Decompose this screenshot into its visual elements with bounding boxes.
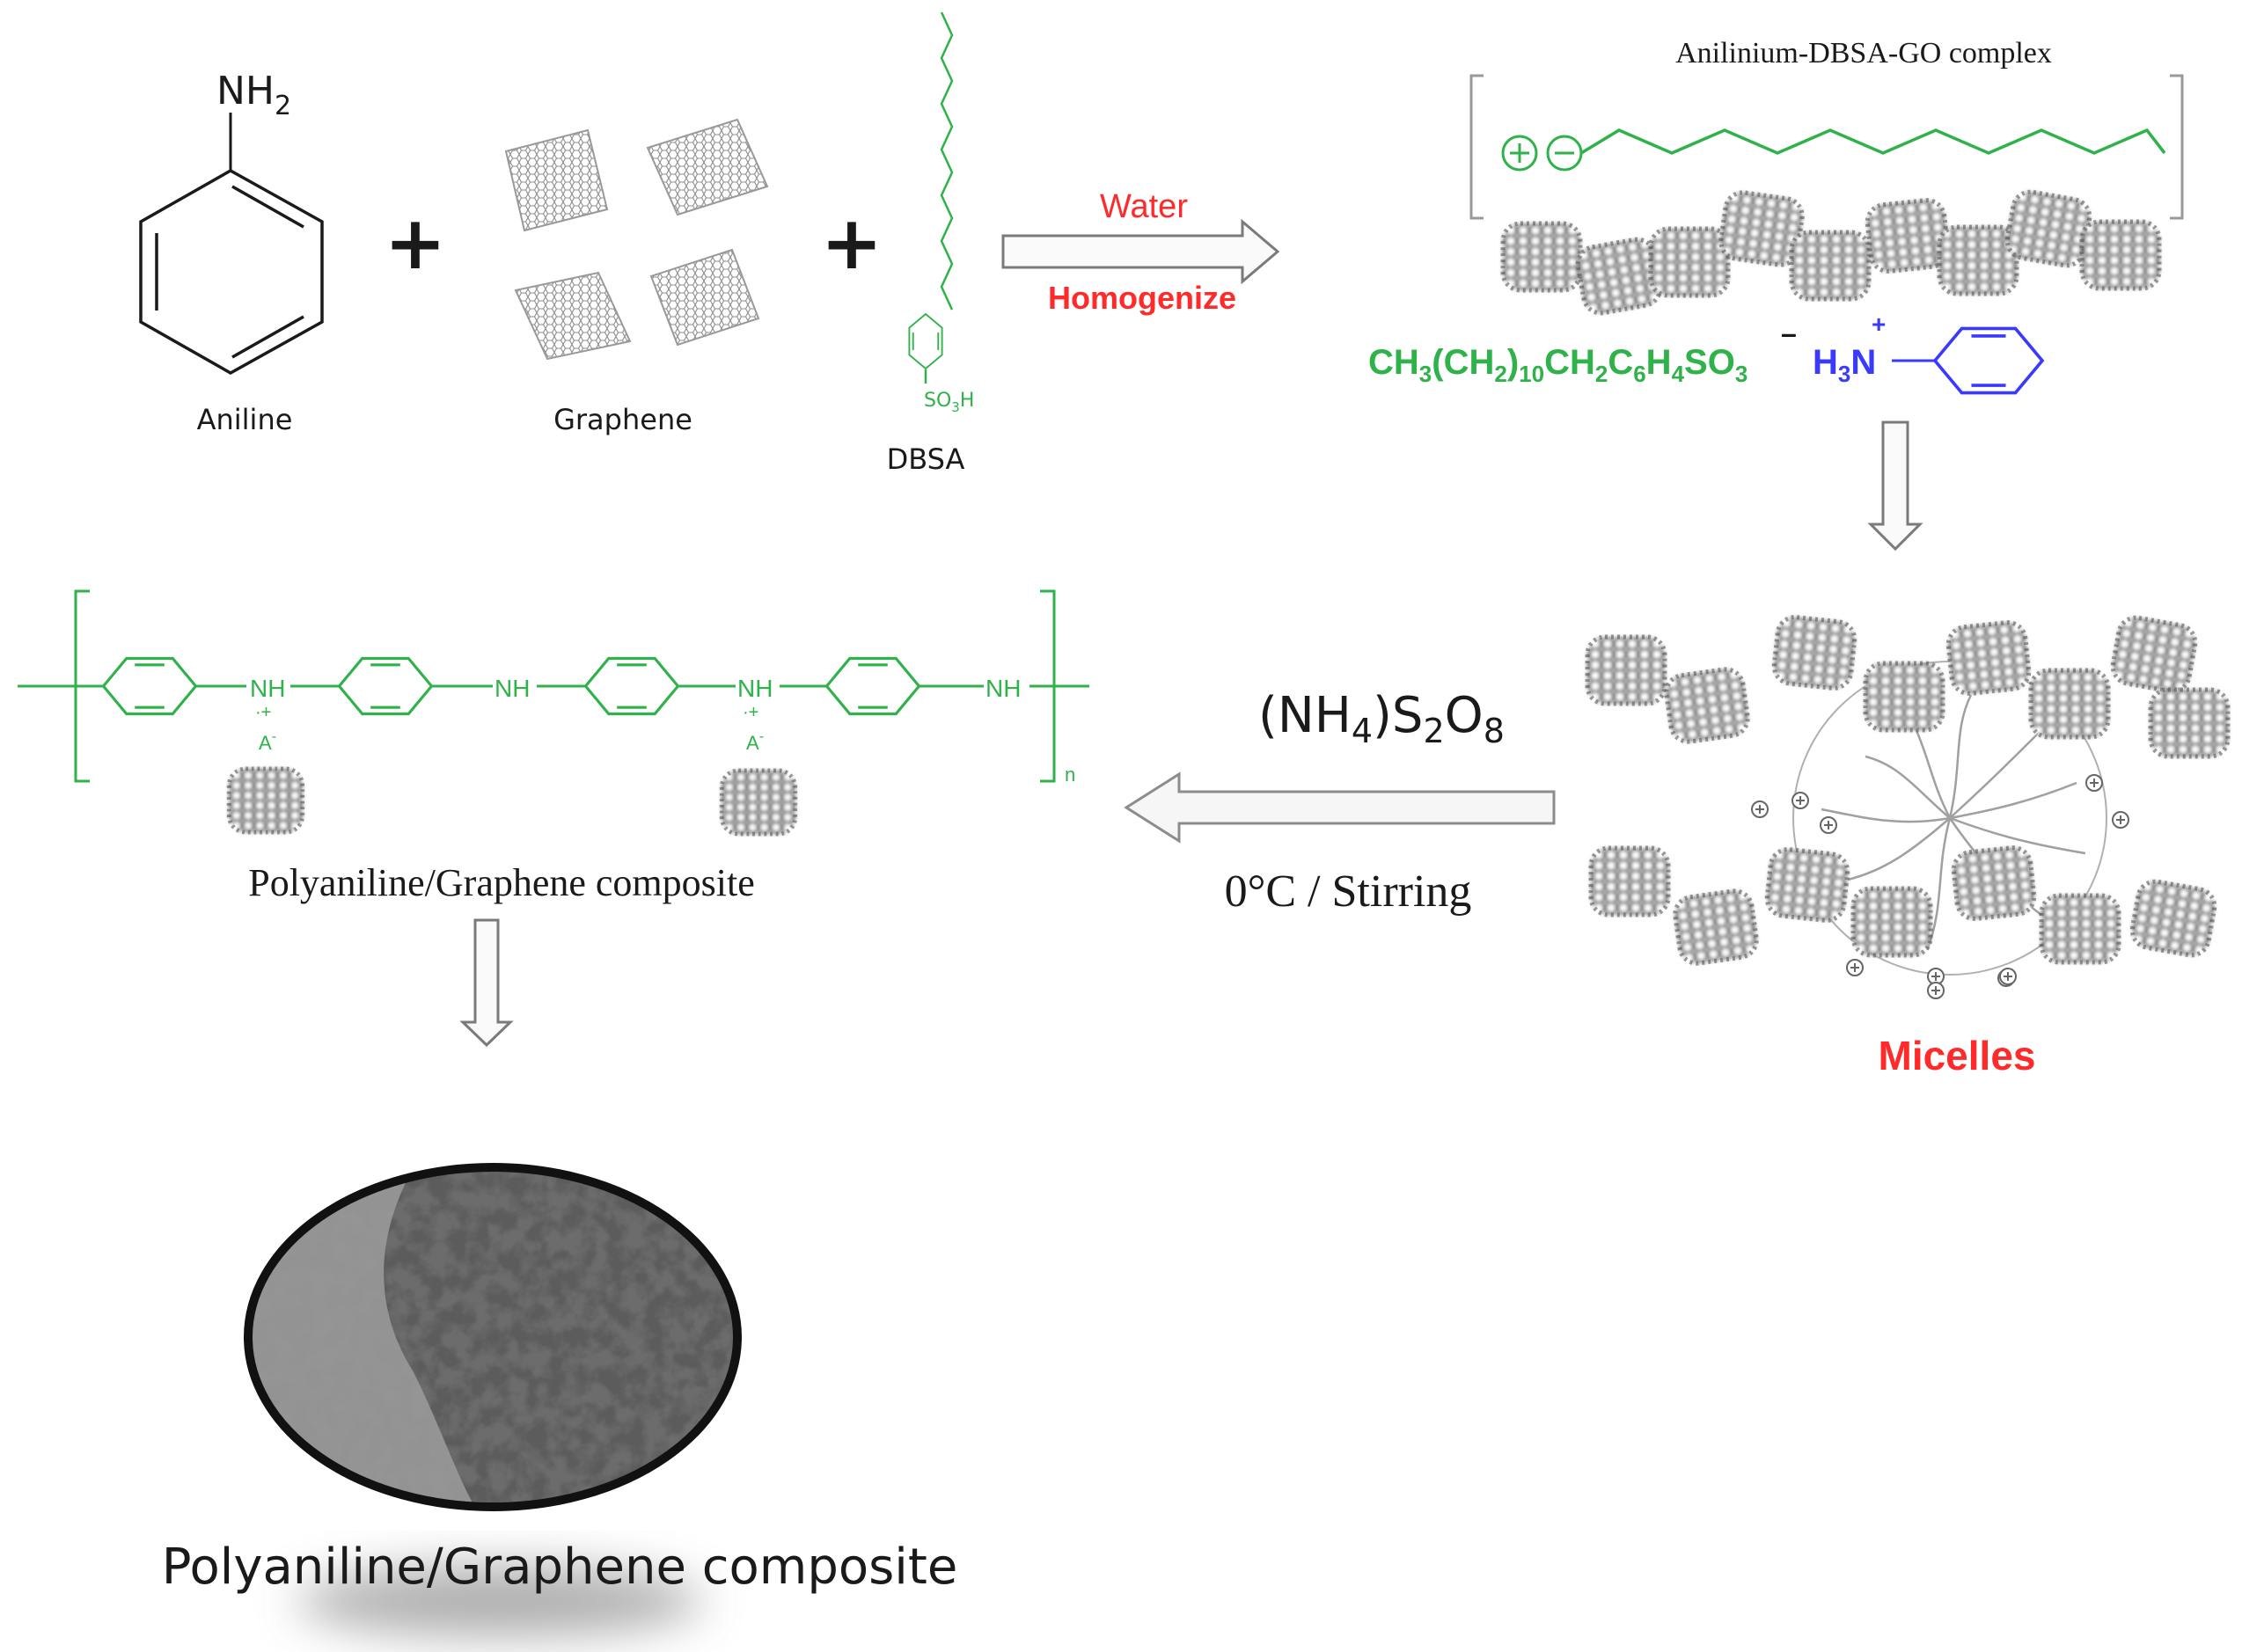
graphene-sheets	[504, 118, 769, 361]
amine-group: NH2	[216, 69, 291, 121]
svg-text:NH: NH	[985, 675, 1021, 702]
complex-brackets	[1469, 74, 2184, 220]
down-arrow-2	[459, 918, 514, 1048]
composite-label-final: Polyaniline/Graphene composite	[162, 1539, 958, 1596]
aniline-label: Aniline	[197, 403, 293, 436]
sulfonate-charge: –	[1781, 318, 1797, 349]
aniline-structure: NH2	[139, 69, 324, 376]
down-arrow-1	[1867, 420, 1923, 552]
surfactant-chain	[1501, 128, 2166, 172]
dbsa-structure: SO3H	[908, 11, 974, 415]
dbsa-label: DBSA	[887, 442, 965, 476]
complex-title: Anilinium-DBSA-GO complex	[1675, 37, 2052, 69]
graphene-oxide-layer	[1503, 189, 2159, 316]
svg-text:A-: A-	[746, 729, 764, 754]
graphene-label: Graphene	[553, 403, 692, 436]
plus-sign-2: +	[821, 200, 883, 286]
graphene-sheet	[646, 118, 769, 216]
graphene-sheet	[649, 248, 760, 347]
plus-sign-1: +	[385, 200, 446, 286]
anilinium-ion: H3N +	[1813, 311, 2044, 395]
repeat-unit-n: n	[1065, 764, 1075, 786]
svg-text:NH: NH	[250, 675, 285, 702]
graphene-sheet	[514, 271, 632, 361]
step2-arrow	[1124, 771, 1556, 844]
composite-label-middle: Polyaniline/Graphene composite	[248, 861, 755, 904]
polyaniline-chain: NH ·+ NH NH ·+ NH n A- A-	[18, 589, 1089, 786]
step1-arrow	[1001, 218, 1280, 285]
micelle-structure	[1587, 615, 2228, 999]
tem-micrograph	[244, 1163, 742, 1636]
polymer-graphene-flakes	[229, 769, 795, 834]
reaction-conditions: 0°C / Stirring	[1225, 866, 1472, 917]
micelles-label: Micelles	[1879, 1033, 2036, 1078]
graphene-sheet	[504, 128, 609, 232]
sulfonic-group: SO3H	[924, 390, 974, 415]
dbsa-anion-formula: CH3(CH2)10CH2C6H4SO3	[1368, 343, 1747, 387]
step1-process: Homogenize	[1048, 280, 1236, 316]
oxidant-formula: (NH4)S2O8	[1258, 687, 1505, 750]
svg-text:A-: A-	[259, 729, 276, 754]
step1-solvent: Water	[1100, 188, 1188, 225]
ammonium-charge: +	[1872, 311, 1886, 338]
svg-text:NH: NH	[495, 675, 530, 702]
svg-text:H3N: H3N	[1813, 343, 1876, 387]
svg-text:·+: ·+	[743, 703, 758, 722]
svg-text:NH: NH	[737, 675, 773, 702]
svg-text:·+: ·+	[255, 703, 271, 722]
